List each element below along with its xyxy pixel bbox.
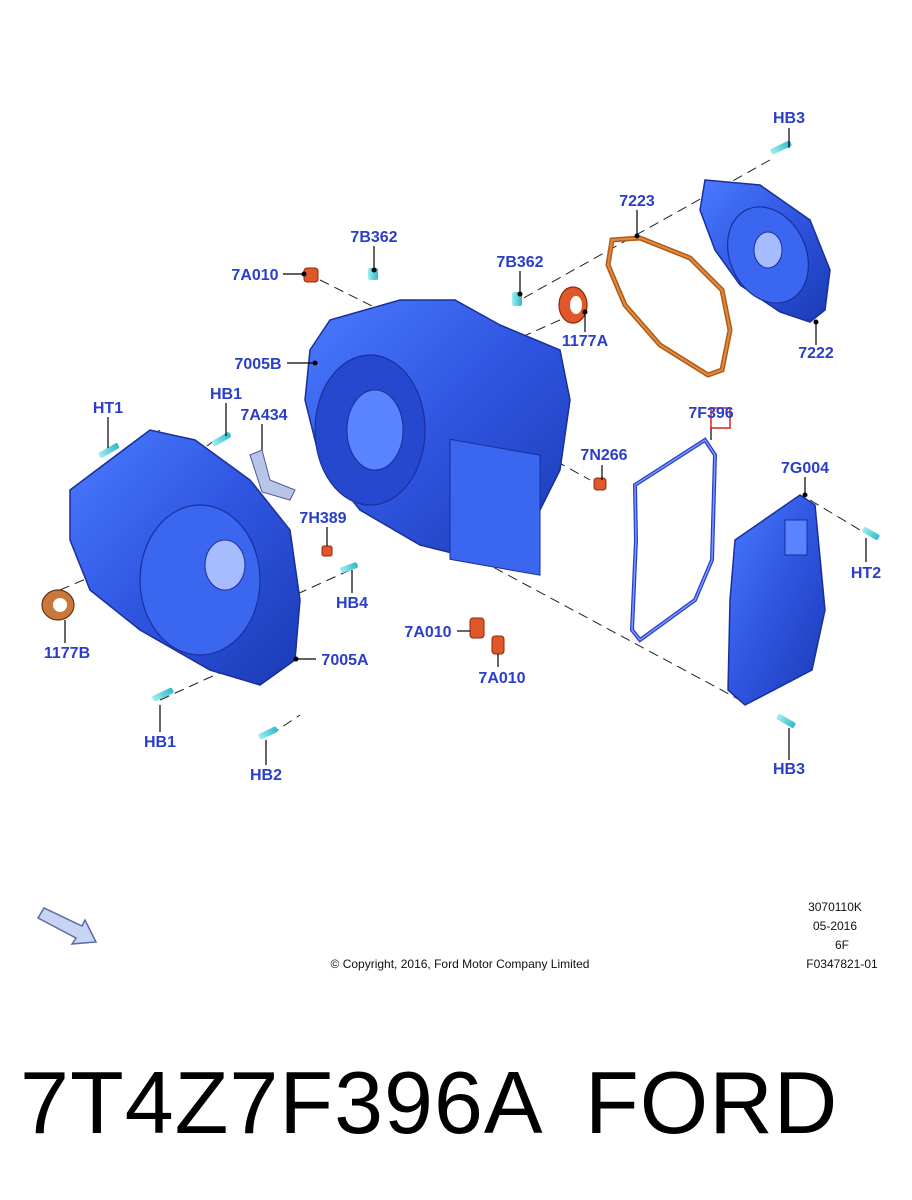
callout-hb2: HB2	[250, 767, 282, 784]
callout-7005a: 7005A	[321, 652, 369, 669]
plug-7a010-b	[469, 617, 485, 639]
doc-date: 05-2016	[812, 919, 858, 933]
bolt-hb3-top	[770, 140, 792, 155]
callout-7a010-a: 7A010	[231, 267, 278, 284]
view-direction-arrow-icon	[36, 907, 98, 945]
callout-7n266: 7N266	[580, 447, 627, 464]
rear-cover-part-7222	[699, 179, 831, 323]
oil-pan-part-7G004	[727, 494, 826, 706]
callout-hb3-top: HB3	[773, 110, 805, 127]
seal-part-1177A	[558, 286, 588, 324]
callout-hb1-b: HB1	[144, 734, 176, 751]
bolt-hb2	[258, 726, 278, 740]
gasket-part-7223	[605, 235, 733, 378]
exploded-parts-diagram: HB3 7223 7B362 7B362 7A010 1177A 7222 70…	[36, 110, 881, 945]
callout-1177b: 1177B	[44, 645, 90, 662]
bolt-hb1-b	[152, 687, 174, 702]
callout-7223: 7223	[619, 193, 655, 210]
plug-7h389	[321, 545, 333, 557]
bolt-hb4	[340, 562, 358, 573]
callout-7a010-b: 7A010	[404, 624, 451, 641]
callout-7b362-b: 7B362	[496, 254, 543, 271]
brand-name: FORD	[585, 1053, 839, 1152]
pan-gasket-part-7F396	[629, 437, 718, 643]
callout-1177a: 1177A	[562, 333, 609, 350]
plug-7n266	[593, 477, 607, 491]
callout-7005b: 7005B	[234, 356, 281, 373]
callout-labels: HB3 7223 7B362 7B362 7A010 1177A 7222 70…	[44, 110, 881, 784]
callout-hb4: HB4	[336, 595, 368, 612]
callout-7a010-c: 7A010	[478, 670, 525, 687]
callout-hb3-bottom: HB3	[773, 761, 805, 778]
copyright-notice: © Copyright, 2016, Ford Motor Company Li…	[330, 957, 590, 971]
bolt-hb1-a	[212, 432, 231, 446]
callout-7f396: 7F396	[688, 405, 733, 422]
doc-code-1: 3070110K	[808, 900, 862, 914]
callout-ht1: HT1	[93, 400, 123, 417]
callout-7h389: 7H389	[299, 510, 346, 527]
doc-code-2: 6F	[834, 938, 849, 952]
callout-hb1-a: HB1	[210, 386, 242, 403]
callout-7222: 7222	[798, 345, 834, 362]
footer-caption: 7T4Z7F396A FORD	[0, 1048, 912, 1158]
bolt-ht1	[98, 443, 120, 458]
callout-7g004: 7G004	[781, 460, 829, 477]
converter-housing-part-7005A	[69, 429, 301, 686]
part-number: 7T4Z7F396A	[20, 1053, 544, 1152]
bolt-hb3-bottom	[776, 714, 796, 728]
callout-7b362-a: 7B362	[350, 229, 397, 246]
callout-7a434: 7A434	[240, 407, 287, 424]
transmission-case-part-7005B	[304, 299, 571, 576]
leader-lines	[64, 128, 867, 765]
seal-part-1177B	[41, 589, 75, 621]
highlight-box	[710, 407, 731, 429]
bolt-ht2	[862, 527, 880, 540]
doc-code-3: F0347821-01	[806, 957, 878, 971]
plug-7a010-c	[491, 635, 505, 655]
callout-ht2: HT2	[851, 565, 881, 582]
